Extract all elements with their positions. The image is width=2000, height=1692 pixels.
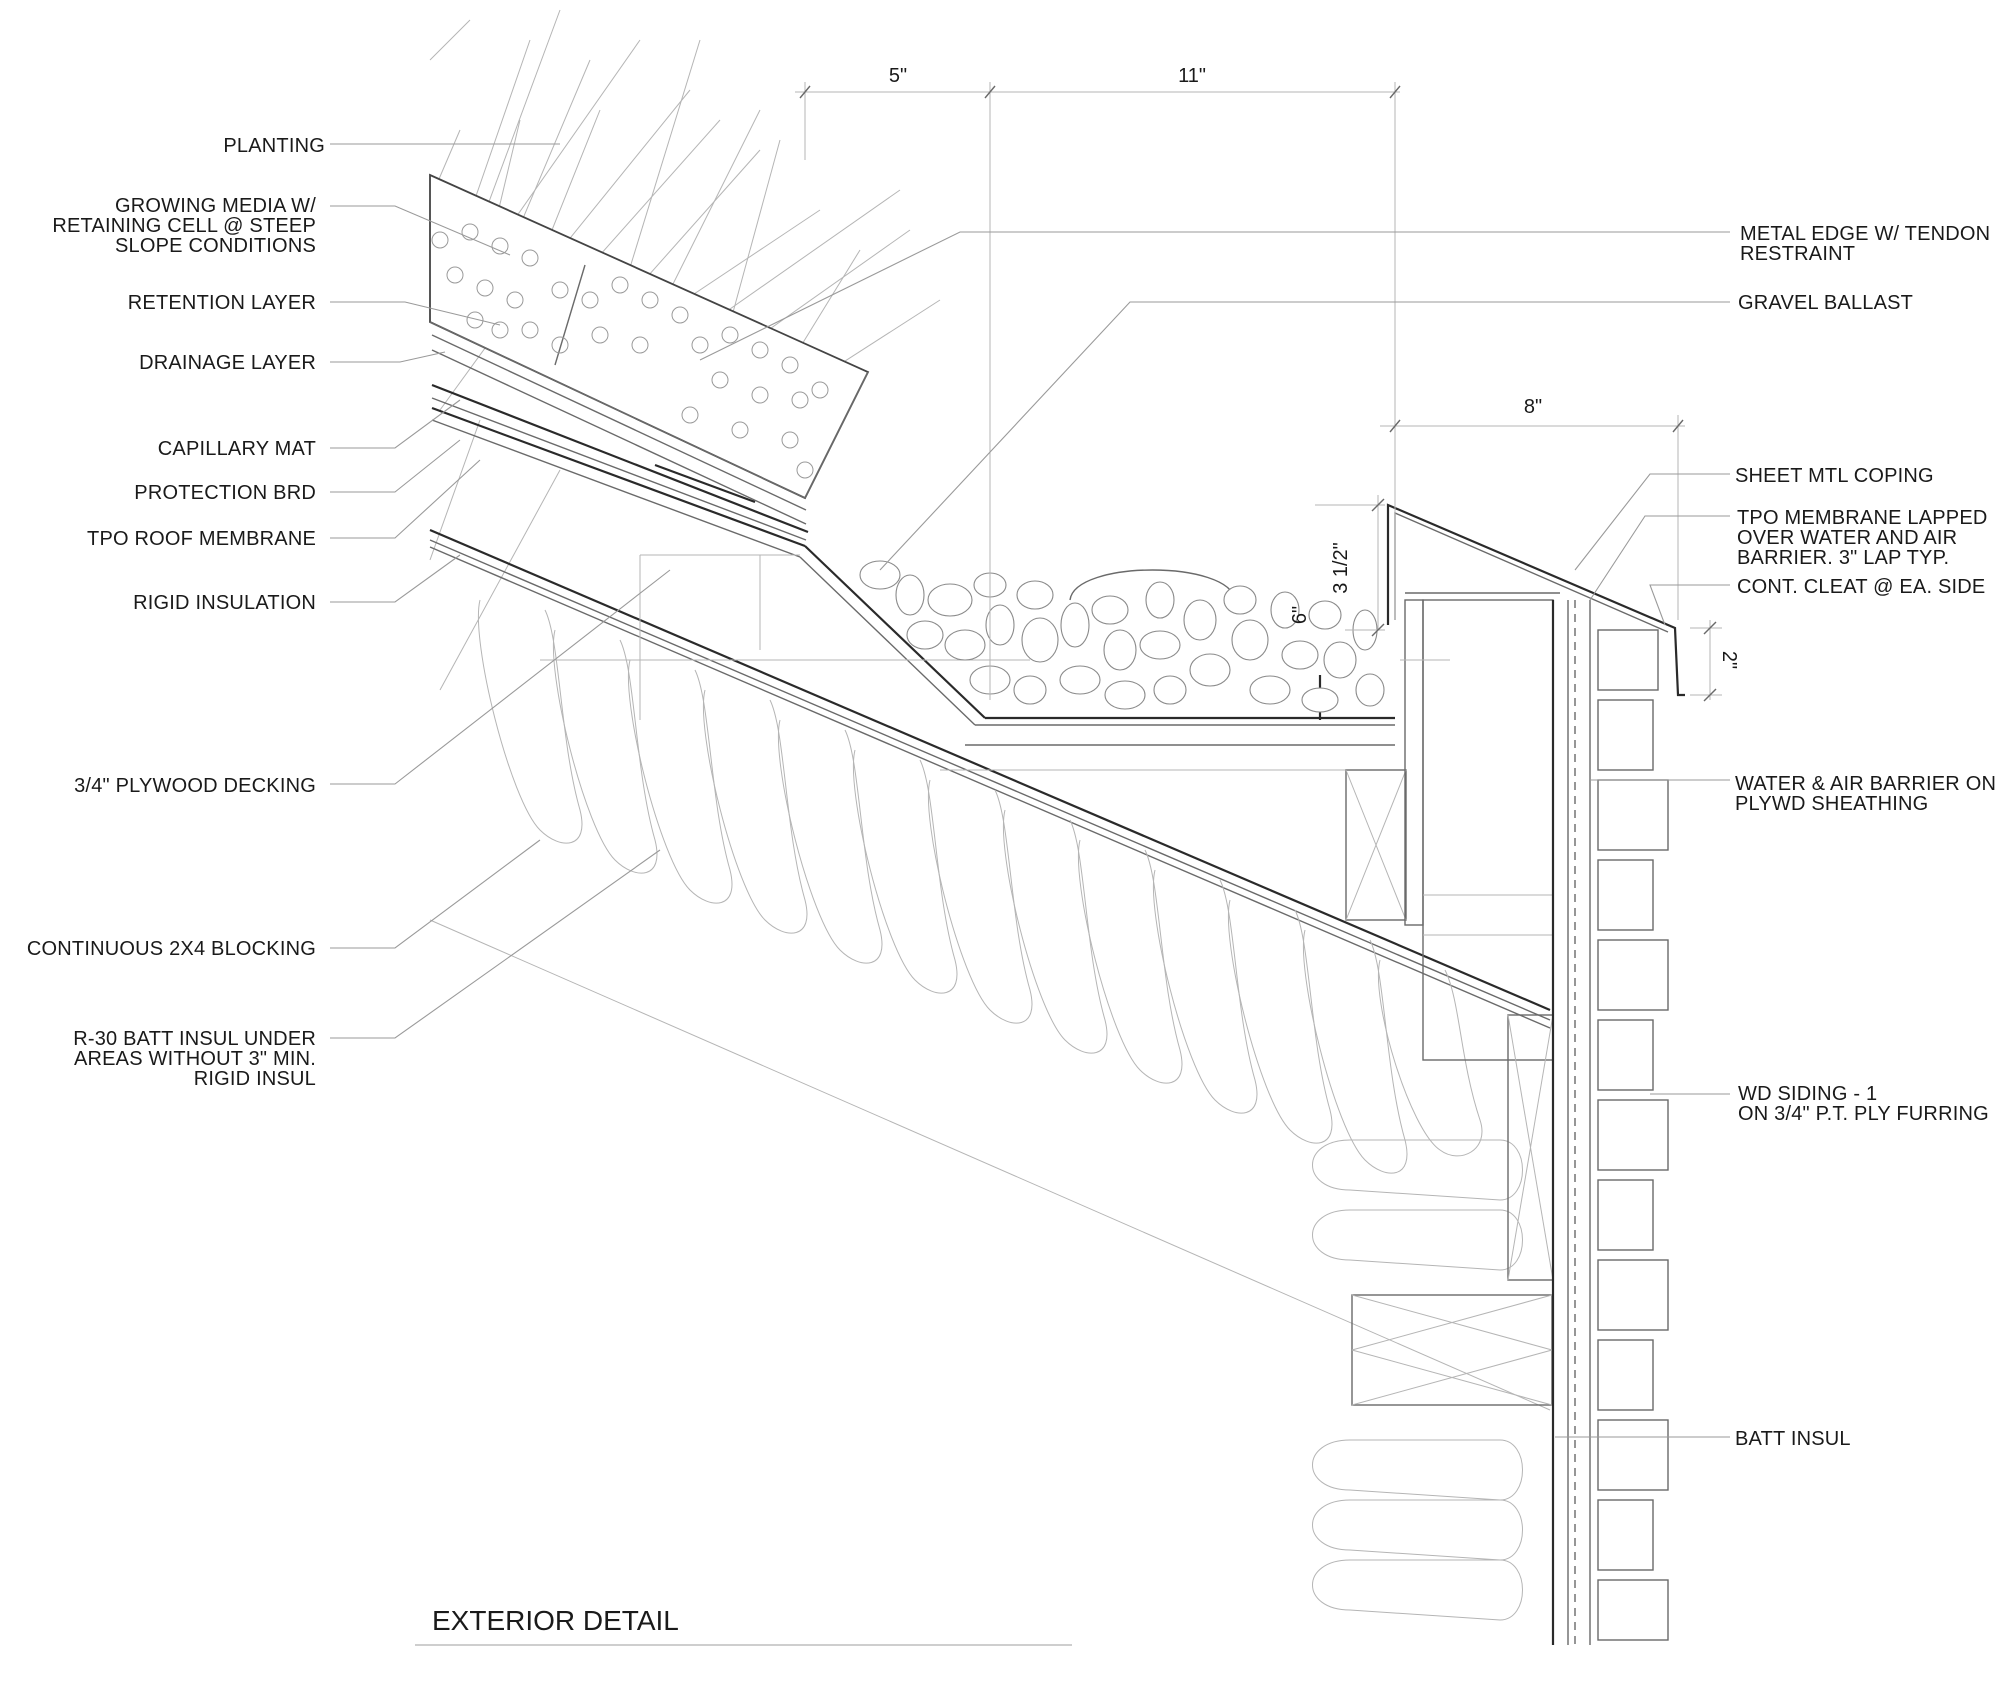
dim-11-in: 11" [1178, 65, 1206, 87]
dim-5-in: 5" [889, 65, 907, 87]
label-metal-edge-2: RESTRAINT [1740, 243, 1855, 265]
label-protection-brd: PROTECTION BRD [134, 482, 316, 504]
label-tpo-membrane-lapped-2: OVER WATER AND AIR [1737, 527, 1957, 549]
label-capillary-mat: CAPILLARY MAT [158, 438, 316, 460]
label-wd-siding-2: ON 3/4" P.T. PLY FURRING [1738, 1103, 1989, 1125]
dim-3-half-in: 3 1/2" [1330, 542, 1352, 594]
dimension-lines [795, 82, 1722, 702]
label-water-air-barrier-2: PLYWD SHEATHING [1735, 793, 1928, 815]
growing-media-dots [431, 223, 829, 479]
label-tpo-membrane-lapped-3: BARRIER. 3" LAP TYP. [1737, 547, 1949, 569]
label-plywood-decking: 3/4" PLYWOOD DECKING [74, 775, 316, 797]
label-growing-media-3: SLOPE CONDITIONS [115, 235, 316, 257]
label-wd-siding-1: WD SIDING - 1 [1738, 1083, 1877, 1105]
label-cont-cleat: CONT. CLEAT @ EA. SIDE [1737, 576, 1985, 598]
label-growing-media-2: RETAINING CELL @ STEEP [52, 215, 316, 237]
label-batt-insul-under-1: R-30 BATT INSUL UNDER [73, 1028, 316, 1050]
green-roof-assembly [429, 173, 870, 558]
label-growing-media-1: GROWING MEDIA W/ [115, 195, 316, 217]
label-tpo-roof-membrane: TPO ROOF MEMBRANE [87, 528, 316, 550]
dim-2-in: 2" [1718, 651, 1740, 669]
wood-siding [1597, 629, 1669, 1641]
label-retention-layer: RETENTION LAYER [128, 292, 316, 314]
label-tpo-membrane-lapped-1: TPO MEMBRANE LAPPED [1737, 507, 1988, 529]
batt-insulation-loops [429, 599, 1551, 1621]
dim-8-in: 8" [1524, 396, 1542, 418]
label-sheet-mtl-coping: SHEET MTL COPING [1735, 465, 1934, 487]
label-batt-insul: BATT INSUL [1735, 1428, 1851, 1450]
label-batt-insul-under-3: RIGID INSUL [194, 1068, 316, 1090]
label-gravel-ballast: GRAVEL BALLAST [1738, 292, 1913, 314]
label-drainage-layer: DRAINAGE LAYER [139, 352, 316, 374]
roof-deck-assembly [429, 528, 1551, 1029]
dim-6-in: 6" [1289, 606, 1311, 624]
leaders-left [330, 143, 671, 1039]
label-rigid-insulation: RIGID INSULATION [133, 592, 316, 614]
label-planting: PLANTING [223, 135, 325, 157]
label-blocking: CONTINUOUS 2X4 BLOCKING [27, 938, 316, 960]
label-batt-insul-under-2: AREAS WITHOUT 3" MIN. [74, 1048, 316, 1070]
drawing-title: EXTERIOR DETAIL [432, 1605, 679, 1636]
wall-framing [1345, 599, 1591, 1645]
label-metal-edge-1: METAL EDGE W/ TENDON [1740, 223, 1990, 245]
leaders-right [699, 231, 1730, 1438]
label-water-air-barrier-1: WATER & AIR BARRIER ON [1735, 773, 1996, 795]
